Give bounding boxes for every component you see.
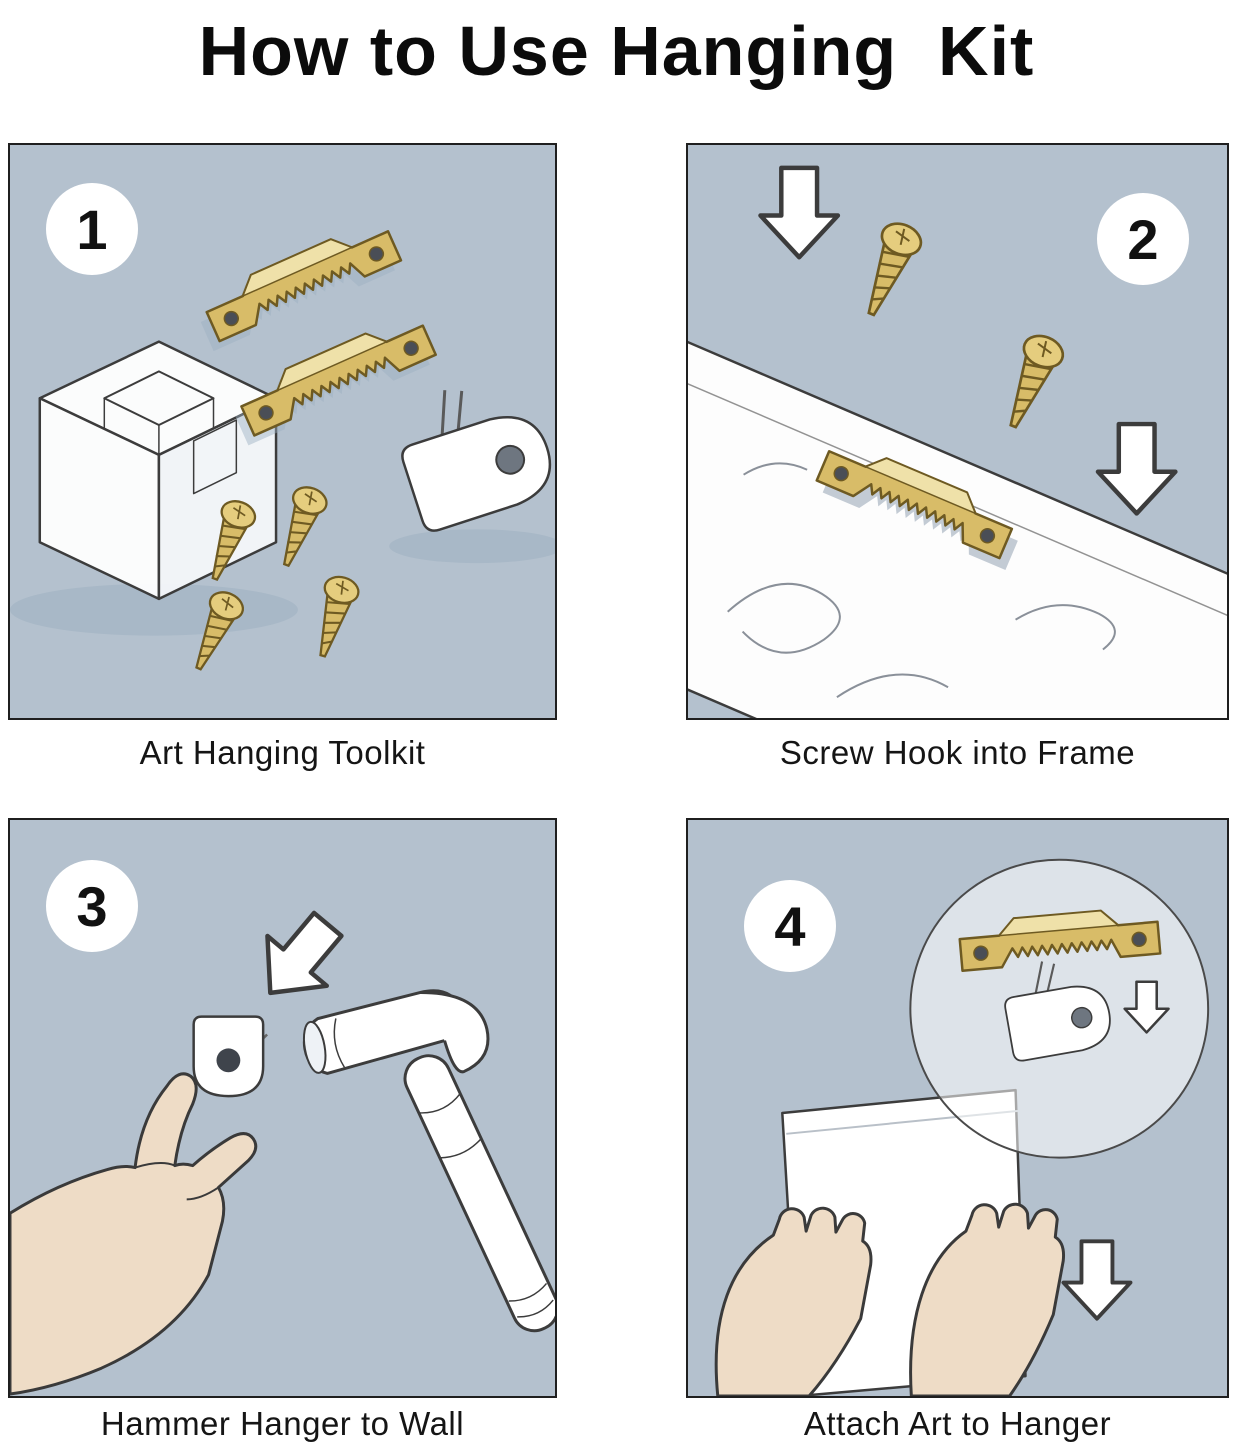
magnifier-circle [909, 858, 1210, 1159]
screw-hook-illustration [688, 165, 1227, 718]
sawtooth-hanger [205, 230, 403, 343]
step-2-panel: 2 [686, 143, 1229, 720]
down-left-arrow-icon [265, 910, 344, 996]
step-1: 1 Art Hanging Toolkit [8, 143, 557, 772]
sawtooth-hanger [958, 909, 1162, 972]
step-caption: Attach Art to Hanger [803, 1405, 1112, 1442]
hammer [302, 989, 555, 1333]
shadow [389, 529, 555, 564]
hand [10, 1072, 258, 1396]
attach-art-illustration [714, 858, 1210, 1396]
down-arrow-icon [1061, 1239, 1133, 1321]
down-arrow-icon [1123, 980, 1170, 1034]
step-caption: Hammer Hanger to Wall [100, 1405, 465, 1442]
hand-left [714, 1206, 873, 1396]
step-4: 4 Attach Art to Hanger [686, 818, 1229, 1443]
toolkit-box [38, 340, 278, 601]
step-3: 3 Hammer Hanger to Wall [8, 818, 557, 1443]
wood-grain [1015, 604, 1116, 651]
page-title: How to Use Hanging Kit [198, 12, 1035, 90]
hammer-illustration [10, 910, 555, 1396]
down-arrow-icon [1095, 421, 1178, 516]
step-caption: Screw Hook into Frame [779, 734, 1136, 771]
screw [282, 486, 328, 568]
sawtooth-hanger [240, 324, 437, 437]
hand-right [909, 1202, 1066, 1396]
step-caption: Art Hanging Toolkit [139, 734, 426, 771]
step-number: 4 [774, 894, 806, 958]
step-number: 3 [76, 874, 108, 938]
step-number: 2 [1127, 207, 1159, 271]
hammer-handle [403, 1054, 555, 1333]
wood-grain [743, 462, 808, 476]
screw [867, 222, 923, 317]
step-number-badge: 4 [744, 880, 836, 972]
step-4-panel: 4 [686, 818, 1229, 1398]
toolkit-illustration [10, 230, 555, 671]
step-3-panel: 3 [8, 818, 557, 1398]
screw [1009, 334, 1065, 429]
wood-grain [836, 673, 949, 698]
down-arrow-icon [758, 165, 841, 260]
step-number: 1 [76, 197, 108, 261]
wood-grain [727, 582, 841, 654]
step-number-badge: 1 [46, 183, 138, 275]
step-number-badge: 2 [1097, 193, 1189, 285]
hammer-head [302, 989, 490, 1075]
screw [195, 591, 245, 671]
step-2: 2 Screw Hook into Frame [686, 143, 1229, 772]
wall-hook [401, 390, 552, 532]
picture-hanger [192, 1015, 268, 1098]
step-1-panel: 1 [8, 143, 557, 720]
screw [319, 575, 360, 658]
step-number-badge: 3 [46, 860, 138, 952]
wall-hook [1004, 961, 1111, 1062]
sawtooth-hanger [815, 450, 1014, 560]
screw [211, 500, 257, 581]
